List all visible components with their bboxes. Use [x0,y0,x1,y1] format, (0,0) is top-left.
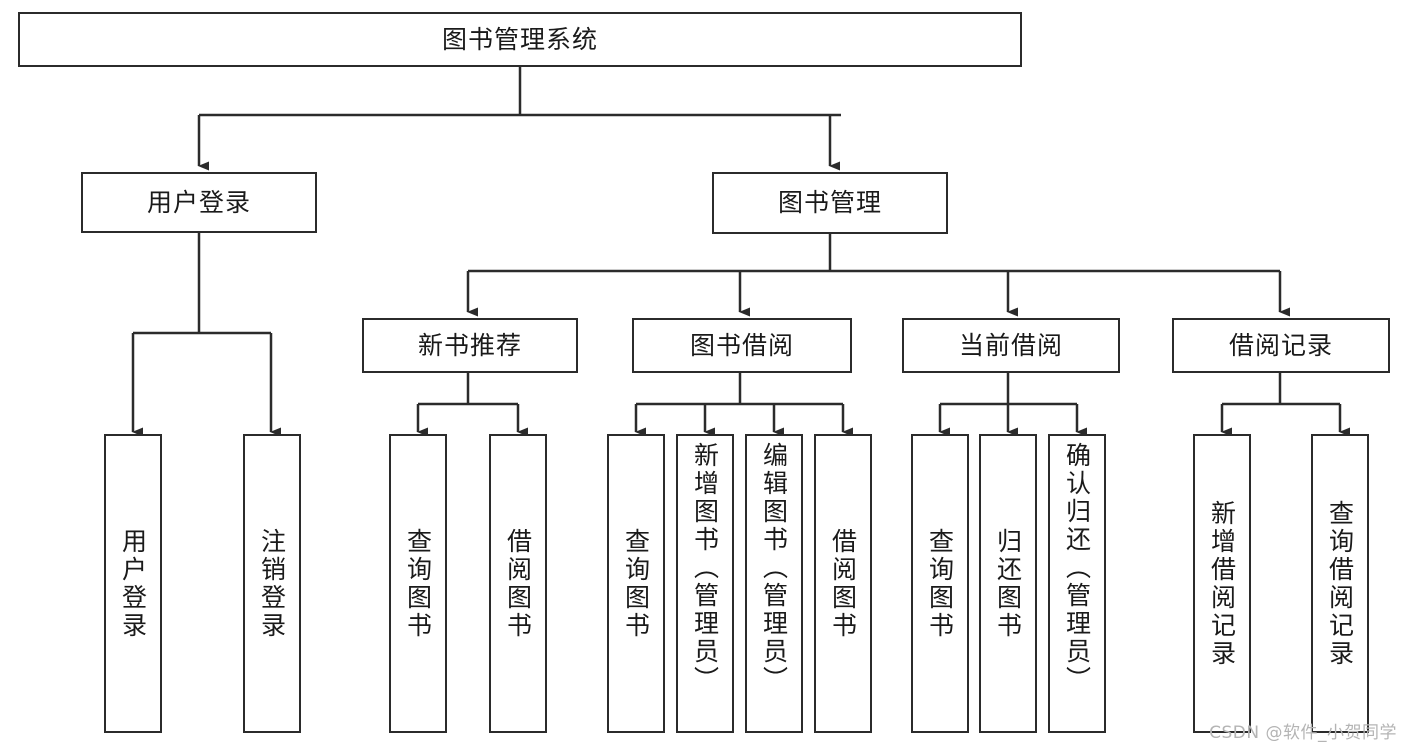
node-root-system[interactable]: 图书管理系统 [18,12,1022,67]
node-label: 图书管理系统 [441,24,598,54]
node-current-borrow[interactable]: 当前借阅 [902,318,1120,373]
leaf-borrow-query-book[interactable]: 查询图书 [607,434,665,733]
node-label: 编辑图书（管理员） [759,442,789,694]
node-label: 用户登录 [146,187,251,217]
node-label: 查询图书 [925,527,955,640]
node-label: 新书推荐 [417,330,522,360]
node-label: 查询借阅记录 [1325,499,1355,668]
node-label: 用户登录 [118,527,148,640]
node-label: 确认归还（管理员） [1062,442,1092,694]
leaf-current-confirm-return-admin[interactable]: 确认归还（管理员） [1048,434,1106,733]
node-label: 当前借阅 [958,330,1063,360]
node-label: 图书借阅 [689,330,794,360]
node-label: 查询图书 [403,527,433,640]
leaf-borrow-add-book-admin[interactable]: 新增图书（管理员） [676,434,734,733]
leaf-newbook-borrow-book[interactable]: 借阅图书 [489,434,547,733]
node-borrow-record[interactable]: 借阅记录 [1172,318,1390,373]
node-label: 借阅图书 [828,527,858,640]
node-label: 借阅记录 [1228,330,1333,360]
node-label: 注销登录 [257,527,287,640]
csdn-watermark: CSDN @软件_小贺同学 [1209,723,1397,743]
node-label: 图书管理 [777,188,882,218]
node-label: 新增图书（管理员） [690,442,720,694]
node-label: 归还图书 [993,527,1023,640]
leaf-current-return-book[interactable]: 归还图书 [979,434,1037,733]
leaf-newbook-query-book[interactable]: 查询图书 [389,434,447,733]
node-book-borrow[interactable]: 图书借阅 [632,318,852,373]
node-new-book-recommend[interactable]: 新书推荐 [362,318,578,373]
leaf-current-query-book[interactable]: 查询图书 [911,434,969,733]
leaf-user-login[interactable]: 用户登录 [104,434,162,733]
node-user-login[interactable]: 用户登录 [81,172,317,233]
node-label: 新增借阅记录 [1207,499,1237,668]
node-label: 借阅图书 [503,527,533,640]
node-book-management[interactable]: 图书管理 [712,172,948,234]
leaf-logout-login[interactable]: 注销登录 [243,434,301,733]
node-label: 查询图书 [621,527,651,640]
leaf-borrow-borrow-book[interactable]: 借阅图书 [814,434,872,733]
leaf-borrow-edit-book-admin[interactable]: 编辑图书（管理员） [745,434,803,733]
leaf-record-query-record[interactable]: 查询借阅记录 [1311,434,1369,733]
leaf-record-add-record[interactable]: 新增借阅记录 [1193,434,1251,733]
